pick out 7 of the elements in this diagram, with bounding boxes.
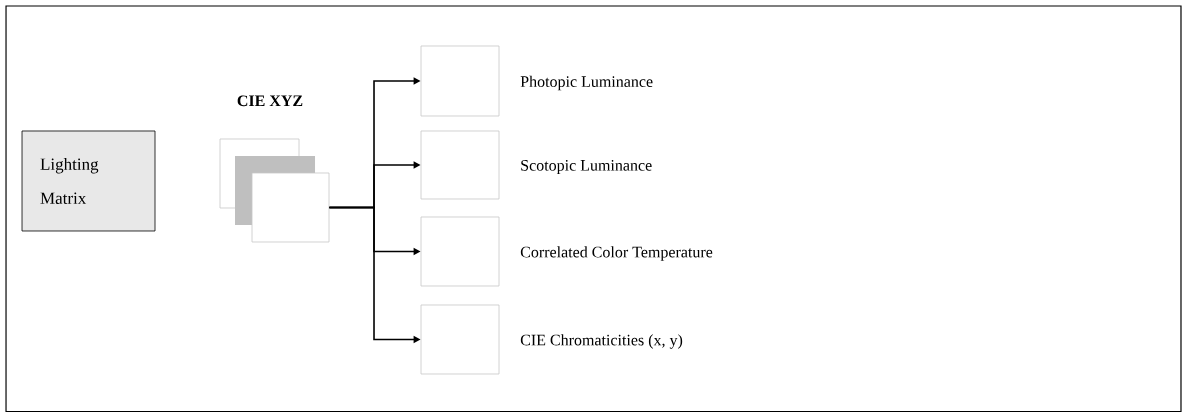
box-caption: Photopic Luminance	[520, 75, 653, 91]
box-caption: CIE Chromaticities (x, y)	[520, 334, 683, 349]
stacked-pages: CIE XYZ	[219, 95, 330, 243]
process-box: Lighting Matrix	[21, 130, 156, 232]
box-caption: Scotopic Luminance	[521, 160, 652, 174]
node-label: CIE XYZ	[237, 95, 303, 107]
box-caption: Correlated Color Temperature	[520, 246, 713, 261]
